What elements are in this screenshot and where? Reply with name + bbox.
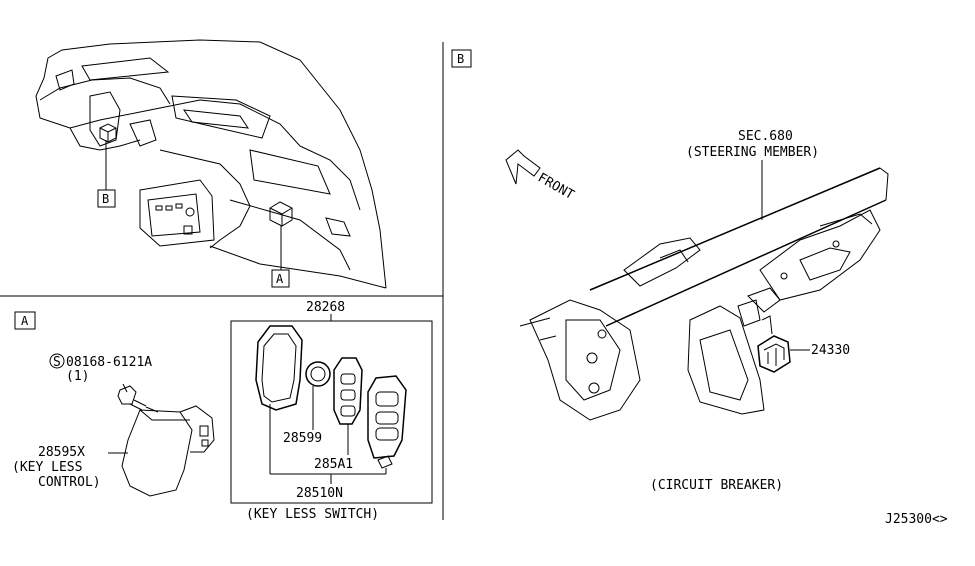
part-24330-label: 24330 <box>811 343 850 358</box>
part-28510n-label: 28510N <box>296 486 343 501</box>
keyless-control-label-2: CONTROL) <box>38 475 101 490</box>
part-285a1-label: 285A1 <box>314 457 353 472</box>
steering-member-illustration <box>519 167 889 421</box>
bolt-quantity: (1) <box>66 369 89 384</box>
keyless-switch-caption: (KEY LESS SWITCH) <box>246 507 379 522</box>
part-28268-label: 28268 <box>306 300 345 315</box>
keyless-switch-box <box>230 320 433 504</box>
steering-member-label: (STEERING MEMBER) <box>686 145 819 160</box>
part-28595x-label: 28595X <box>38 445 85 460</box>
keyless-control-label-1: (KEY LESS <box>12 460 82 475</box>
view-a-marker-box <box>14 311 36 330</box>
circuit-breaker-caption: (CIRCUIT BREAKER) <box>650 478 783 493</box>
view-a-marker: A <box>21 314 29 328</box>
key-fob-illustrations <box>255 325 407 469</box>
bolt-symbol-circle <box>49 353 65 369</box>
dashboard-illustration <box>35 39 387 289</box>
front-label: FRONT <box>535 170 577 203</box>
bolt-illustration <box>117 383 147 411</box>
part-28599-label: 28599 <box>283 431 322 446</box>
keyless-control-unit-illustration <box>121 405 215 497</box>
view-b-marker-box <box>451 49 472 68</box>
view-b-marker: B <box>457 52 464 66</box>
bolt-symbol: S <box>53 355 61 370</box>
front-arrow-icon <box>505 149 541 185</box>
sec680-label: SEC.680 <box>738 129 793 144</box>
callout-b-box <box>97 189 116 208</box>
circuit-breaker-illustration <box>757 315 791 373</box>
diagram-id: J25300<> <box>885 512 948 527</box>
bolt-part-number: 08168-6121A <box>66 355 152 370</box>
callout-b: B <box>102 192 109 206</box>
callout-a: A <box>276 272 284 286</box>
callout-a-box <box>271 269 290 288</box>
